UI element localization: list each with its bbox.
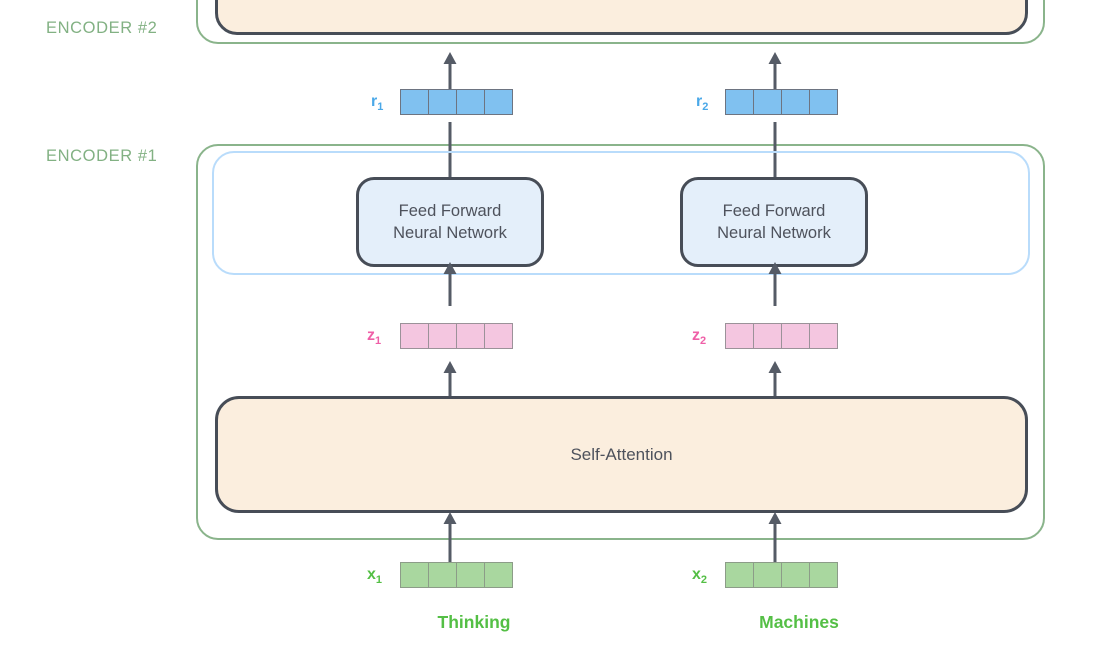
vector-cell — [781, 323, 810, 349]
self-attention-label: Self-Attention — [570, 444, 673, 464]
vector-label-r2-name: r — [696, 93, 703, 110]
vector-cell — [484, 562, 513, 588]
vector-label-z2-sub: 2 — [700, 335, 707, 348]
feed-forward-network-2: Feed Forward Neural Network — [680, 177, 868, 267]
input-word-1: Thinking — [437, 612, 511, 632]
vector-label-x2: x2 — [692, 566, 707, 586]
vector-label-z1: z1 — [367, 327, 381, 347]
encoder-2-label: ENCODER #2 — [46, 19, 158, 37]
vector-cell — [753, 562, 782, 588]
vector-cell — [809, 89, 838, 115]
vector-label-x2-sub: 2 — [700, 574, 708, 587]
arrow-x1-to-selfattention — [442, 512, 458, 564]
vector-label-x2-name: x — [692, 566, 701, 583]
encoder-2-frame — [196, 0, 1045, 44]
vector-label-z1-name: z — [367, 327, 375, 344]
vector-cell — [725, 323, 754, 349]
vector-cell — [428, 89, 457, 115]
encoder-1-frame — [196, 144, 1045, 540]
ffn-line-2: Neural Network — [717, 224, 831, 242]
vector-x2 — [725, 562, 838, 588]
arrow-selfattention-to-z2 — [767, 361, 783, 399]
vector-cell — [456, 323, 485, 349]
vector-x1 — [400, 562, 513, 588]
vector-cell — [725, 89, 754, 115]
arrow-z1-to-ffn1 — [442, 262, 458, 306]
vector-r1 — [400, 89, 513, 115]
vector-cell — [781, 562, 810, 588]
feed-forward-network-1-text: Feed Forward Neural Network — [393, 200, 507, 245]
vector-label-r1: r1 — [371, 93, 383, 113]
vector-r2 — [725, 89, 838, 115]
feed-forward-layer-container — [212, 151, 1030, 275]
vector-label-r1-name: r — [371, 93, 378, 110]
arrow-r1-to-encoder2 — [442, 52, 458, 90]
vector-label-r1-sub: 1 — [377, 101, 384, 114]
vector-z1 — [400, 323, 513, 349]
vector-cell — [809, 562, 838, 588]
vector-label-z2: z2 — [692, 327, 706, 347]
vector-cell — [484, 89, 513, 115]
vector-cell — [753, 89, 782, 115]
encoder-1-label: ENCODER #1 — [46, 147, 158, 165]
vector-cell — [456, 89, 485, 115]
vector-label-z1-sub: 1 — [375, 335, 382, 348]
arrow-r2-to-encoder2 — [767, 52, 783, 90]
vector-cell — [753, 323, 782, 349]
vector-cell — [456, 562, 485, 588]
vector-label-x1-sub: 1 — [375, 574, 383, 587]
vector-label-z2-name: z — [692, 327, 700, 344]
feed-forward-network-2-text: Feed Forward Neural Network — [717, 200, 831, 245]
ffn-line-2: Neural Network — [393, 224, 507, 242]
arrow-x2-to-selfattention — [767, 512, 783, 564]
vector-cell — [428, 562, 457, 588]
arrow-z2-to-ffn2 — [767, 262, 783, 306]
vector-cell — [484, 323, 513, 349]
vector-cell — [400, 323, 429, 349]
vector-label-r2-sub: 2 — [702, 101, 709, 114]
vector-z2 — [725, 323, 838, 349]
vector-cell — [725, 562, 754, 588]
self-attention-block: Self-Attention — [215, 396, 1028, 513]
arrow-selfattention-to-z1 — [442, 361, 458, 399]
vector-cell — [400, 562, 429, 588]
vector-cell — [809, 323, 838, 349]
vector-cell — [428, 323, 457, 349]
vector-label-x1-name: x — [367, 566, 376, 583]
encoder-2-inner-block — [215, 0, 1028, 35]
vector-label-r2: r2 — [696, 93, 708, 113]
vector-cell — [400, 89, 429, 115]
vector-label-x1: x1 — [367, 566, 382, 586]
input-word-2: Machines — [759, 612, 839, 632]
feed-forward-network-1: Feed Forward Neural Network — [356, 177, 544, 267]
ffn-line-1: Feed Forward — [398, 201, 502, 220]
ffn-line-1: Feed Forward — [722, 201, 826, 220]
vector-cell — [781, 89, 810, 115]
